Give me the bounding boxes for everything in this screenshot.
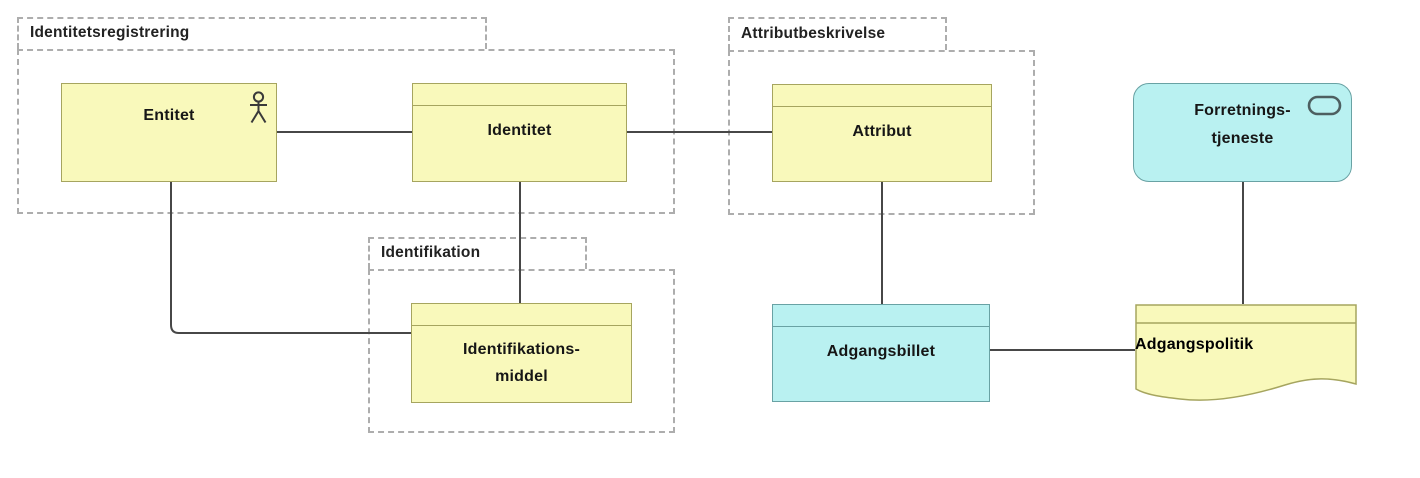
attribut-header-band	[773, 85, 991, 107]
node-adgangsbillet: Adgangsbillet	[772, 304, 990, 402]
identifikationsmiddel-header-band	[412, 304, 631, 326]
group-attributbeskrivelse-tab: Attributbeskrivelse	[728, 17, 947, 50]
group-identifikation-body	[368, 269, 675, 433]
identifikationsmiddel-label: Identifikations- middel	[463, 341, 580, 385]
attribut-label: Attribut	[852, 123, 912, 140]
adgangsbillet-label: Adgangsbillet	[826, 343, 936, 360]
node-forretningstjeneste: Forretnings- tjeneste	[1133, 83, 1352, 182]
entitet-label: Entitet	[143, 107, 195, 124]
node-entitet: Entitet	[61, 83, 277, 182]
identitet-header-band	[413, 84, 626, 106]
actor-icon	[249, 91, 268, 126]
node-identifikationsmiddel: Identifikations- middel	[411, 303, 632, 403]
group-identifikation-label: Identifikation	[381, 244, 481, 261]
node-attribut: Attribut	[772, 84, 992, 182]
forretningstjeneste-label: Forretnings- tjeneste	[1194, 102, 1291, 147]
group-attributbeskrivelse-label: Attributbeskrivelse	[741, 24, 886, 42]
group-identitetsregistrering-tab: Identitetsregistrering	[17, 17, 487, 49]
adgangspolitik-label: Adgangspolitik	[1135, 336, 1254, 353]
adgangspolitik-shape	[1135, 304, 1357, 401]
node-adgangspolitik: Adgangspolitik	[1135, 304, 1357, 408]
group-identifikation-tab: Identifikation	[368, 237, 587, 269]
adgangsbillet-header-band	[773, 305, 989, 327]
node-identitet: Identitet	[412, 83, 627, 182]
group-identitetsregistrering-label: Identitetsregistrering	[30, 24, 190, 41]
identitet-label: Identitet	[487, 122, 552, 139]
service-oval-icon	[1307, 95, 1342, 116]
